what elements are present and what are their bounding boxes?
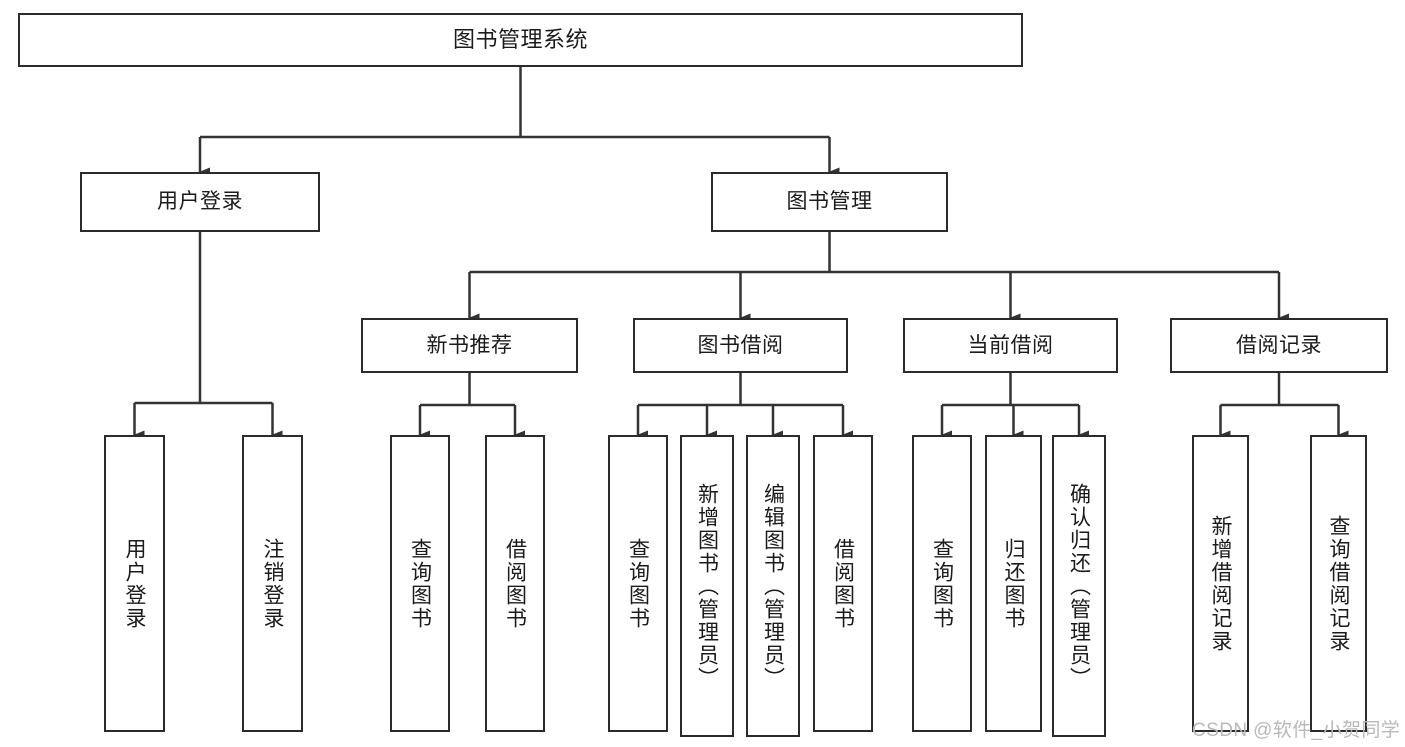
- node-label: 归还图书: [1002, 537, 1025, 630]
- node-leaf-bb-edit[interactable]: 编辑图书（管理员）: [746, 435, 800, 737]
- node-leaf-rec-borrow[interactable]: 借阅图书: [485, 435, 545, 732]
- node-book-borrow[interactable]: 图书借阅: [633, 318, 848, 373]
- node-leaf-user-logout[interactable]: 注销登录: [242, 435, 303, 732]
- node-leaf-user-login[interactable]: 用户登录: [104, 435, 165, 732]
- node-label: 查询借阅记录: [1327, 514, 1350, 653]
- node-leaf-rec-query[interactable]: 查询图书: [390, 435, 450, 732]
- node-root[interactable]: 图书管理系统: [18, 13, 1023, 67]
- node-label: 借阅图书: [831, 537, 855, 630]
- node-label: 图书管理: [786, 190, 873, 214]
- node-label: 用户登录: [123, 537, 146, 630]
- node-borrow-record[interactable]: 借阅记录: [1170, 318, 1388, 373]
- node-label: 新书推荐: [426, 333, 513, 357]
- node-label: 图书借阅: [697, 333, 784, 357]
- node-new-book-rec[interactable]: 新书推荐: [361, 318, 578, 373]
- node-label: 确认归还（管理员）: [1067, 482, 1091, 690]
- csdn-watermark: CSDN @软件_小贺同学: [1192, 720, 1401, 741]
- node-label: 借阅图书: [503, 537, 527, 630]
- node-leaf-br-query[interactable]: 查询借阅记录: [1310, 435, 1367, 732]
- node-leaf-bb-query[interactable]: 查询图书: [608, 435, 668, 732]
- node-label: 新增借阅记录: [1209, 514, 1232, 653]
- node-label: 查询图书: [930, 537, 954, 630]
- node-leaf-cb-confirm[interactable]: 确认归还（管理员）: [1052, 435, 1106, 737]
- node-label: 图书管理系统: [452, 26, 588, 52]
- node-book-manage[interactable]: 图书管理: [711, 172, 948, 232]
- node-leaf-bb-borrow[interactable]: 借阅图书: [813, 435, 873, 732]
- node-leaf-bb-add[interactable]: 新增图书（管理员）: [680, 435, 734, 737]
- node-label: 编辑图书（管理员）: [761, 482, 785, 690]
- node-user-login[interactable]: 用户登录: [80, 172, 320, 232]
- node-label: 注销登录: [261, 537, 284, 630]
- connector-lines: [133, 67, 1349, 440]
- node-leaf-br-add[interactable]: 新增借阅记录: [1192, 435, 1249, 732]
- node-label: 当前借阅: [967, 333, 1054, 357]
- node-label: 新增图书（管理员）: [695, 482, 719, 690]
- node-label: 用户登录: [157, 190, 243, 214]
- node-leaf-cb-return[interactable]: 归还图书: [985, 435, 1042, 732]
- node-current-borrow[interactable]: 当前借阅: [903, 318, 1118, 373]
- node-label: 查询图书: [626, 537, 650, 630]
- node-leaf-cb-query[interactable]: 查询图书: [912, 435, 972, 732]
- node-label: 借阅记录: [1236, 333, 1322, 357]
- node-label: 查询图书: [408, 537, 432, 630]
